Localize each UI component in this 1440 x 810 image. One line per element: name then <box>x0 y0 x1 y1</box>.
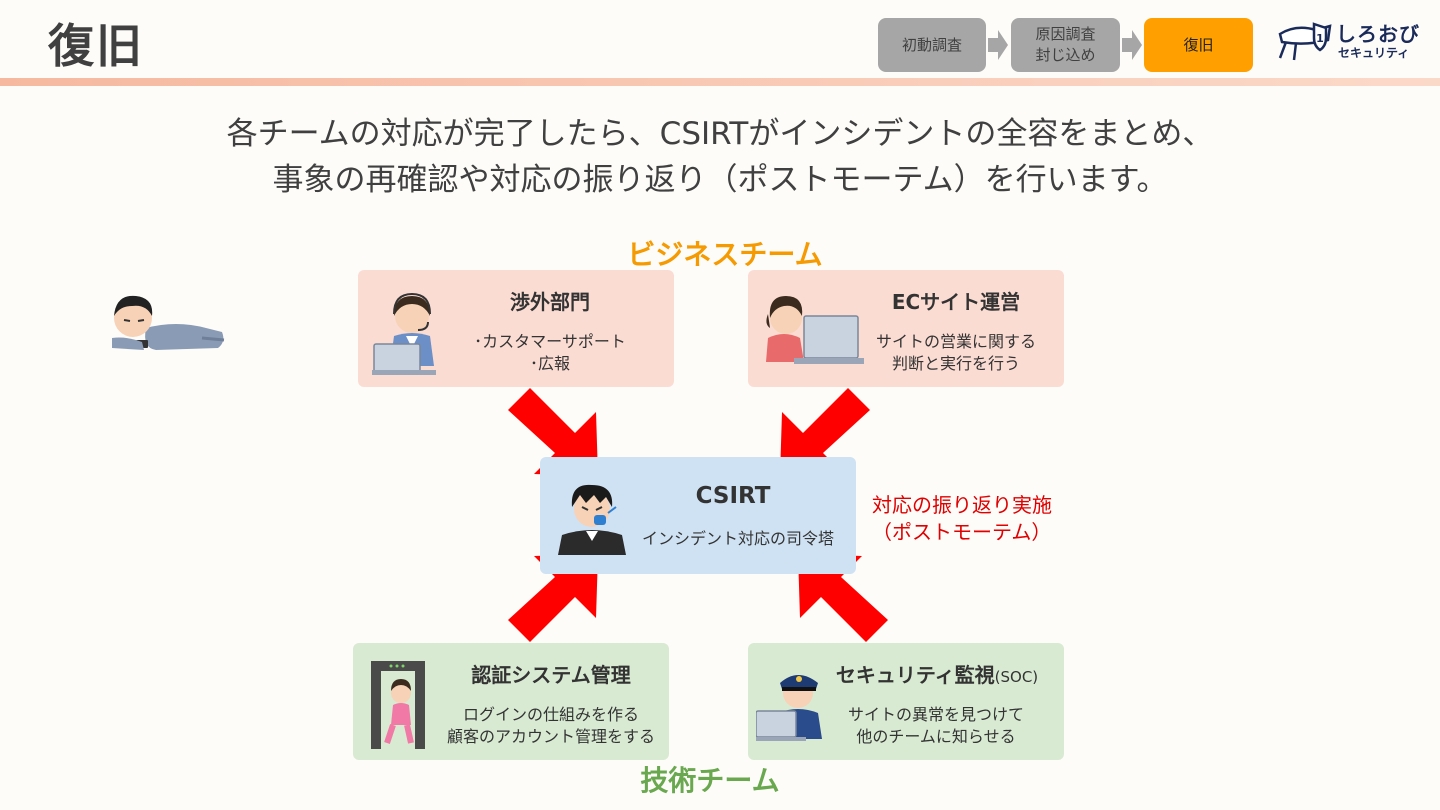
callout-line2: （ポストモーテム） <box>872 520 1052 544</box>
step-arrow-icon <box>988 30 1008 60</box>
team-desc-csirt: インシデント対応の司令塔 <box>641 529 834 548</box>
person-lying-with-phone-icon <box>112 295 225 350</box>
lead-text-line1: 各チームの対応が完了したら、CSIRTがインシデントの全容をまとめ、 <box>226 116 1214 152</box>
team-box-csirt: CSIRT インシデント対応の司令塔 <box>540 457 856 574</box>
team-name-soc: セキュリティ監視(SOC) <box>822 659 1052 688</box>
team-desc-auth-2: 顧客のアカウント管理をする <box>446 727 655 746</box>
team-name-csirt: CSIRT <box>695 483 771 509</box>
lead-text-line2: 事象の再確認や対応の振り返り（ポストモーテム）を行います。 <box>272 162 1168 198</box>
team-desc-legal-1: ･カスタマーサポート <box>474 332 626 351</box>
page-title: 復旧 <box>48 19 144 73</box>
white-belt-shield-logo-icon: 1 <box>1278 22 1332 61</box>
team-box-ec: ECサイト運営 サイトの営業に関する 判断と実行を行う <box>748 270 1064 387</box>
logo-wordmark: しろおび <box>1336 22 1420 46</box>
team-box-legal: 渉外部門 ･カスタマーサポート ･広報 <box>358 270 674 387</box>
security-gate-person-icon <box>371 661 425 749</box>
operator-with-headset-icon <box>372 292 436 375</box>
step-cause-containment: 原因調査 封じ込め <box>1011 18 1120 72</box>
team-name-soc-suffix: (SOC) <box>994 668 1039 686</box>
team-name-auth: 認証システム管理 <box>471 663 631 687</box>
police-officer-at-laptop-icon <box>756 675 822 741</box>
team-desc-legal-2: ･広報 <box>529 354 570 373</box>
team-desc-auth-1: ログインの仕組みを作る <box>462 705 639 724</box>
team-desc-soc-2: 他のチームに知らせる <box>856 727 1016 746</box>
header-divider <box>0 78 1440 86</box>
team-name-soc-main: セキュリティ監視 <box>835 663 995 687</box>
team-box-soc: セキュリティ監視(SOC) サイトの異常を見つけて 他のチームに知らせる <box>748 643 1064 760</box>
step-initial-investigation: 初動調査 <box>878 18 986 72</box>
callout-line1: 対応の振り返り実施 <box>872 493 1052 517</box>
team-desc-soc-1: サイトの異常を見つけて <box>847 705 1024 724</box>
commander-with-whistle-icon <box>558 484 626 555</box>
team-name-legal: 渉外部門 <box>510 290 590 314</box>
logo-subtext: セキュリティ <box>1338 46 1410 60</box>
step-arrow-icon <box>1122 30 1142 60</box>
business-team-label: ビジネスチーム <box>627 238 823 271</box>
team-box-auth: 認証システム管理 ログインの仕組みを作る 顧客のアカウント管理をする <box>353 643 669 760</box>
step-recovery: 復旧 <box>1144 18 1253 72</box>
svg-text:1: 1 <box>1316 32 1324 45</box>
team-desc-ec-2: 判断と実行を行う <box>891 354 1020 373</box>
team-name-ec: ECサイト運営 <box>891 290 1021 314</box>
postmortem-callout: 対応の振り返り実施 （ポストモーテム） <box>872 492 1052 546</box>
person-at-laptop-icon <box>766 296 864 364</box>
technical-team-label: 技術チーム <box>640 764 780 797</box>
team-desc-ec-1: サイトの営業に関する <box>875 332 1036 351</box>
